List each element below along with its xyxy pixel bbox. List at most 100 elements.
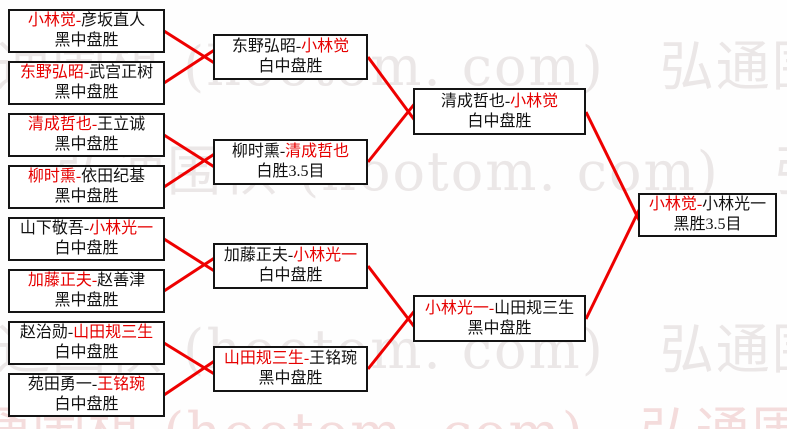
match-result: 白中盘胜 — [54, 240, 119, 257]
match-box: 苑田勇一-王铭琬白中盘胜 — [8, 373, 165, 417]
bracket-connector — [163, 29, 217, 66]
match-box: 清成哲也-王立诚黑中盘胜 — [8, 113, 165, 157]
match-players: 山下敬吾-小林光一 — [10, 219, 163, 239]
bracket-connector — [366, 308, 418, 370]
bracket-connector — [163, 255, 217, 293]
player-name: 彦坂直人 — [81, 12, 146, 29]
player-name: 小林光一 — [702, 196, 767, 213]
bracket-connector — [163, 341, 217, 377]
player-name: 依田纪基 — [81, 168, 146, 185]
match-box: 山田规三生-王铭琬黑中盘胜 — [213, 346, 368, 392]
bracket-connector — [163, 151, 217, 189]
separator: - — [75, 12, 82, 29]
match-result: 黑中盘胜 — [54, 84, 119, 101]
match-result: 白中盘胜 — [54, 344, 119, 361]
match-players: 清成哲也-小林觉 — [415, 92, 584, 112]
watermark-text: 弘通围棋 (hootom. com) — [659, 318, 787, 381]
player-name: 加藤正夫 — [27, 272, 92, 289]
match-box: 山下敬吾-小林光一白中盘胜 — [8, 217, 165, 261]
match-players: 山田规三生-王铭琬 — [215, 349, 366, 369]
player-name: 赵治勋 — [19, 324, 68, 341]
match-players: 柳时熏-依田纪基 — [10, 167, 163, 187]
match-result: 黑中盘胜 — [54, 136, 119, 153]
match-players: 小林光一-山田规三生 — [415, 299, 584, 319]
match-players: 加藤正夫-赵善津 — [10, 271, 163, 291]
match-result: 黑中盘胜 — [54, 292, 119, 309]
separator: - — [287, 247, 294, 264]
player-name: 赵善津 — [97, 272, 146, 289]
player-name: 小林觉 — [301, 38, 350, 55]
match-result: 黑胜3.5目 — [673, 216, 742, 233]
separator: - — [91, 376, 98, 393]
watermark-row: 弘通围棋 (hootom. com)弘通围棋 (hootom. com) — [55, 127, 787, 206]
match-box: 柳时熏-依田纪基黑中盘胜 — [8, 165, 165, 209]
match-players: 清成哲也-王立诚 — [10, 115, 163, 135]
bracket-connector — [163, 358, 217, 397]
player-name: 柳时熏 — [27, 168, 76, 185]
match-result: 白中盘胜 — [258, 267, 323, 284]
match-box: 加藤正夫-赵善津黑中盘胜 — [8, 269, 165, 313]
separator: - — [279, 143, 286, 160]
separator: - — [696, 196, 703, 213]
match-players: 赵治勋-山田规三生 — [10, 323, 163, 343]
separator: - — [83, 220, 90, 237]
match-result: 黑中盘胜 — [258, 370, 323, 387]
player-name: 清成哲也 — [27, 116, 92, 133]
separator: - — [75, 168, 82, 185]
bracket-connector — [366, 101, 418, 163]
separator: - — [504, 92, 511, 110]
separator: - — [83, 64, 90, 81]
match-box: 小林觉-彦坂直人黑中盘胜 — [8, 9, 165, 53]
bracket-connector — [163, 133, 217, 170]
match-box: 柳时熏-清成哲也白胜3.5目 — [213, 139, 368, 185]
player-name: 山田规三生 — [73, 324, 154, 341]
separator: - — [295, 38, 302, 55]
match-players: 加藤正夫-小林光一 — [215, 246, 366, 266]
bracket-connector — [163, 237, 217, 274]
match-box: 东野弘昭-小林觉白中盘胜 — [213, 34, 368, 80]
watermark-text: 弘通围棋 (hootom. com) — [640, 401, 787, 429]
player-name: 山下敬吾 — [19, 220, 84, 237]
match-result: 白中盘胜 — [54, 396, 119, 413]
match-result: 白中盘胜 — [467, 112, 532, 130]
match-box: 东野弘昭-武宫正树黑中盘胜 — [8, 61, 165, 105]
match-box: 赵治勋-山田规三生白中盘胜 — [8, 321, 165, 365]
player-name: 加藤正夫 — [223, 247, 288, 264]
match-result: 黑中盘胜 — [54, 32, 119, 49]
separator: - — [303, 350, 310, 367]
player-name: 山田规三生 — [494, 299, 575, 317]
player-name: 小林光一 — [89, 220, 154, 237]
match-players: 东野弘昭-小林觉 — [215, 37, 366, 57]
player-name: 苑田勇一 — [27, 376, 92, 393]
bracket-connector — [584, 111, 644, 227]
match-box: 清成哲也-小林觉白中盘胜 — [413, 88, 586, 135]
match-result: 黑中盘胜 — [54, 188, 119, 205]
bracket-connector — [584, 203, 644, 320]
match-players: 小林觉-彦坂直人 — [10, 11, 163, 31]
player-name: 小林觉 — [648, 196, 697, 213]
player-name: 王铭琬 — [97, 376, 146, 393]
match-result: 白胜3.5目 — [256, 163, 325, 180]
player-name: 武宫正树 — [89, 64, 154, 81]
match-players: 东野弘昭-武宫正树 — [10, 63, 163, 83]
separator: - — [91, 272, 98, 289]
player-name: 东野弘昭 — [231, 38, 296, 55]
player-name: 清成哲也 — [285, 143, 350, 160]
player-name: 山田规三生 — [223, 350, 304, 367]
watermark-text: 弘通围棋 (hootom. com) — [659, 35, 787, 98]
player-name: 小林觉 — [510, 92, 559, 110]
watermark-text: 弘通围棋 (hootom. com) — [55, 140, 720, 203]
match-box: 小林觉-小林光一黑胜3.5目 — [638, 193, 777, 237]
player-name: 清成哲也 — [440, 92, 505, 110]
match-result: 白中盘胜 — [258, 58, 323, 75]
player-name: 小林光一 — [424, 299, 489, 317]
player-name: 小林光一 — [293, 247, 358, 264]
match-box: 小林光一-山田规三生黑中盘胜 — [413, 295, 586, 342]
player-name: 东野弘昭 — [19, 64, 84, 81]
separator: - — [488, 299, 495, 317]
separator: - — [67, 324, 74, 341]
match-box: 加藤正夫-小林光一白中盘胜 — [213, 243, 368, 289]
bracket-connector — [163, 47, 217, 85]
